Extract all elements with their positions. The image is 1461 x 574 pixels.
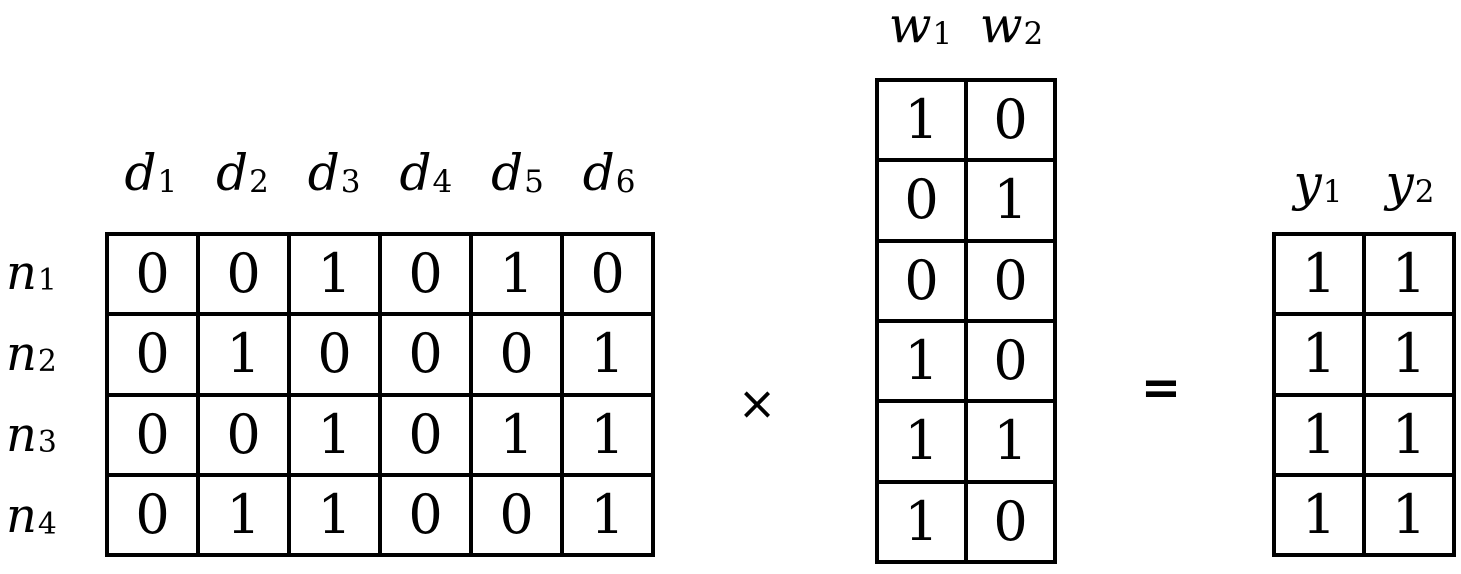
matrix-cell: 0 bbox=[380, 314, 471, 395]
equals-operator: = bbox=[1140, 360, 1182, 416]
matrix-cell: 0 bbox=[877, 240, 966, 321]
matrix-cell: 0 bbox=[107, 394, 198, 475]
matrix-cell: 1 bbox=[1274, 234, 1364, 315]
matrix-cell: 0 bbox=[966, 240, 1055, 321]
matrix-cell: 1 bbox=[877, 80, 966, 161]
matrix-cell: 0 bbox=[107, 474, 198, 555]
matrix-cell: 1 bbox=[877, 481, 966, 562]
matrix-cell: 1 bbox=[198, 314, 289, 395]
matrix-cell: 0 bbox=[562, 234, 653, 315]
matrix-cell: 0 bbox=[877, 160, 966, 241]
matrix-cell: 1 bbox=[471, 394, 562, 475]
matrix-cell: 1 bbox=[966, 160, 1055, 241]
matrix-cell: 0 bbox=[966, 321, 1055, 402]
matrix-cell: 1 bbox=[877, 321, 966, 402]
matrix-cell: 0 bbox=[198, 394, 289, 475]
matrix-cell: 1 bbox=[562, 394, 653, 475]
matrix-cell: 0 bbox=[380, 394, 471, 475]
matrix-cell: 1 bbox=[1274, 474, 1364, 555]
matrix-cell: 0 bbox=[380, 474, 471, 555]
matrix-cell: 0 bbox=[966, 80, 1055, 161]
matrix-cell: 0 bbox=[198, 234, 289, 315]
matrix-cell: 0 bbox=[471, 314, 562, 395]
matrix-cell: 1 bbox=[1364, 234, 1454, 315]
matrix-cell: 1 bbox=[289, 394, 380, 475]
matrix-cell: 1 bbox=[1364, 474, 1454, 555]
matrix-cell: 1 bbox=[289, 234, 380, 315]
matrix-cell: 1 bbox=[562, 314, 653, 395]
matrix-cell: 1 bbox=[1364, 394, 1454, 475]
matrix-cell: 0 bbox=[471, 474, 562, 555]
matrix-cell: 1 bbox=[289, 474, 380, 555]
matrix-cell: 1 bbox=[1274, 394, 1364, 475]
matrix-cell: 1 bbox=[966, 401, 1055, 482]
matrix-cell: 1 bbox=[198, 474, 289, 555]
matrix-cell: 1 bbox=[877, 401, 966, 482]
matrix-cell: 0 bbox=[966, 481, 1055, 562]
matrix-cell: 0 bbox=[107, 234, 198, 315]
matrix-cell: 0 bbox=[107, 314, 198, 395]
multiply-operator: × bbox=[737, 376, 777, 430]
matrix-cell: 1 bbox=[1274, 314, 1364, 395]
matrix-cell: 1 bbox=[471, 234, 562, 315]
matrix-cell: 1 bbox=[1364, 314, 1454, 395]
matrix-cell: 1 bbox=[562, 474, 653, 555]
matrix-cell: 0 bbox=[380, 234, 471, 315]
matrix-cell: 0 bbox=[289, 314, 380, 395]
